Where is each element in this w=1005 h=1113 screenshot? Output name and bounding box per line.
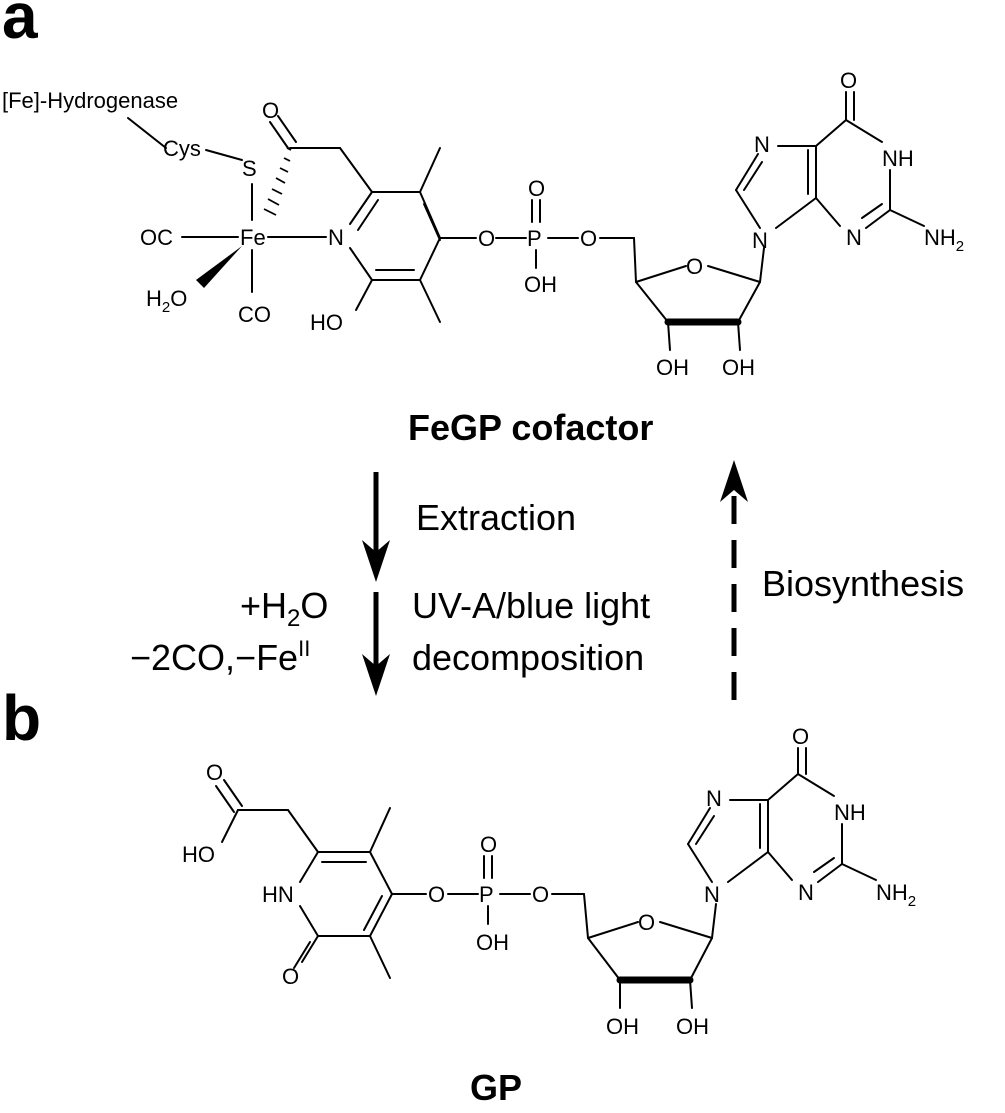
gp-guanine-n7: N bbox=[706, 786, 722, 811]
oc-ligand: OC bbox=[140, 225, 173, 250]
water-ligand: H2O bbox=[146, 286, 187, 316]
phosphate-o1: O bbox=[478, 226, 495, 251]
ribose-oh-3: OH bbox=[722, 355, 755, 380]
gp-guanine-oxo: O bbox=[792, 724, 809, 749]
gp-phosphorus: P bbox=[479, 882, 494, 907]
co-ligand: CO bbox=[238, 302, 271, 327]
acid-hydroxyl: HO bbox=[182, 842, 215, 867]
hashed-bond bbox=[263, 147, 292, 216]
gp-phosphate-o2: O bbox=[532, 882, 549, 907]
panel-label-b: b bbox=[2, 682, 41, 754]
phosphate-oh: OH bbox=[524, 272, 557, 297]
acyl-oxygen: O bbox=[262, 98, 279, 123]
guanine-n3: N bbox=[846, 225, 862, 250]
water-gain-label: +H2O bbox=[240, 585, 328, 632]
gp-guanine-amine: NH2 bbox=[876, 880, 916, 910]
panel-label-a: a bbox=[2, 0, 38, 52]
gp-guanine-n3: N bbox=[798, 880, 814, 905]
extraction-label: Extraction bbox=[416, 497, 576, 538]
loss-label: −2CO,−FeII bbox=[130, 636, 310, 678]
decomposition-arrowhead bbox=[362, 654, 390, 696]
fegp-structure: [Fe]-Hydrogenase Cys S Fe O OC CO bbox=[2, 68, 964, 380]
ribose-oh-2: OH bbox=[656, 355, 689, 380]
guanine-amine: NH2 bbox=[924, 225, 964, 255]
light-label-line2: decomposition bbox=[412, 637, 644, 678]
gp-guanine-n9: N bbox=[704, 882, 720, 907]
gp-ribose-oh-3: OH bbox=[676, 1014, 709, 1039]
phosphate-o2: O bbox=[580, 226, 597, 251]
iron-atom: Fe bbox=[240, 225, 266, 250]
fegp-title: FeGP cofactor bbox=[408, 407, 653, 448]
protein-label: [Fe]-Hydrogenase bbox=[2, 88, 178, 113]
pyridine-nitrogen: N bbox=[328, 225, 344, 250]
gp-phosphate-oxo: O bbox=[480, 832, 497, 857]
gp-ribose-oh-2: OH bbox=[606, 1014, 639, 1039]
ring-hydroxyl: HO bbox=[310, 310, 343, 335]
pyridone-oxo: O bbox=[282, 964, 299, 989]
acid-oxo: O bbox=[206, 760, 223, 785]
gp-ribose-oxygen: O bbox=[638, 910, 655, 935]
phosphate-oxo: O bbox=[528, 176, 545, 201]
extraction-arrowhead bbox=[362, 540, 390, 582]
gp-phosphate-o1: O bbox=[428, 882, 445, 907]
cys-label: Cys bbox=[163, 136, 201, 161]
biosynthesis-label: Biosynthesis bbox=[762, 563, 964, 604]
pyridone-nh: HN bbox=[262, 882, 294, 907]
light-label-line1: UV-A/blue light bbox=[412, 585, 650, 626]
guanine-n7: N bbox=[754, 132, 770, 157]
wedge-bond bbox=[196, 246, 242, 288]
gp-title: GP bbox=[470, 1067, 522, 1108]
guanine-n9: N bbox=[752, 228, 768, 253]
ribose-oxygen: O bbox=[686, 254, 703, 279]
process-arrows bbox=[362, 460, 748, 700]
sulfur-atom: S bbox=[242, 156, 257, 181]
gp-structure: O HO HN O O P O OH O bbox=[182, 724, 916, 1039]
guanine-n1: NH bbox=[882, 146, 914, 171]
biosynthesis-arrowhead bbox=[720, 460, 748, 502]
guanine-oxo: O bbox=[840, 68, 857, 93]
gp-phosphate-oh: OH bbox=[476, 930, 509, 955]
phosphorus-atom: P bbox=[527, 226, 542, 251]
gp-guanine-n1: NH bbox=[834, 800, 866, 825]
